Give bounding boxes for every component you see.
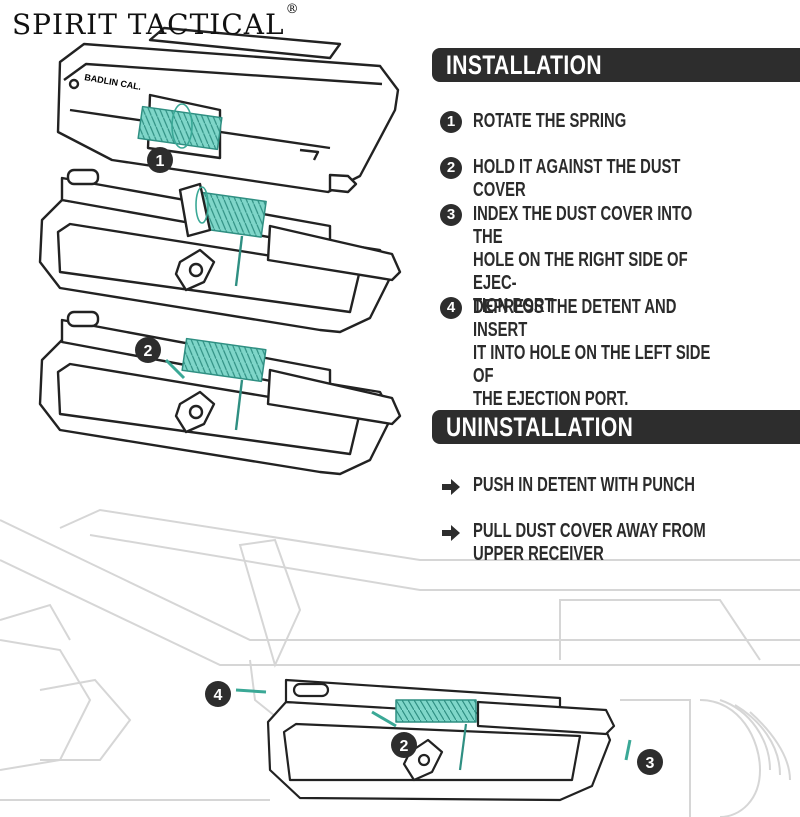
arrow-right-icon <box>442 525 460 541</box>
svg-text:4: 4 <box>214 687 223 704</box>
callout-2: 2 <box>135 337 161 363</box>
step-text: DEPRESS THE DETENT AND INSERT IT INTO HO… <box>473 296 711 410</box>
svg-text:1: 1 <box>156 153 165 170</box>
upper-receiver-outline <box>0 508 800 817</box>
installation-step-1: 1 ROTATE THE SPRING <box>440 110 800 133</box>
callout-3: 3 <box>637 749 663 775</box>
uninstallation-step-2: PULL DUST COVER AWAY FROM UPPER RECEIVER <box>440 520 800 566</box>
brand-title: SPIRIT TACTICAL® <box>12 2 300 41</box>
step-text: PUSH IN DETENT WITH PUNCH <box>473 474 695 496</box>
installation-step-2: 2 HOLD IT AGAINST THE DUST COVER <box>440 156 800 202</box>
arrow-right-icon <box>442 479 460 495</box>
step-text: HOLD IT AGAINST THE DUST COVER <box>473 156 681 201</box>
dust-cover-closed <box>56 26 400 194</box>
step-number: 4 <box>440 297 462 319</box>
callout-2b: 2 <box>391 732 417 758</box>
step-number: 3 <box>440 204 462 226</box>
step-text: ROTATE THE SPRING <box>473 110 627 132</box>
step-number: 2 <box>440 157 462 179</box>
installation-heading: INSTALLATION <box>432 48 800 82</box>
dust-cover-open-2 <box>38 310 402 476</box>
callout-4: 4 <box>205 681 231 707</box>
step-number: 1 <box>440 111 462 133</box>
svg-text:2: 2 <box>400 738 409 755</box>
installation-step-3: 3 INDEX THE DUST COVER INTO THE HOLE ON … <box>440 203 800 318</box>
dust-cover-installed <box>235 678 632 802</box>
callout-1: 1 <box>147 147 173 173</box>
registered-mark: ® <box>285 2 300 17</box>
uninstallation-heading: UNINSTALLATION <box>432 410 800 444</box>
step-text: PULL DUST COVER AWAY FROM UPPER RECEIVER <box>473 520 706 565</box>
svg-text:2: 2 <box>144 343 153 360</box>
installation-step-4: 4 DEPRESS THE DETENT AND INSERT IT INTO … <box>440 296 800 411</box>
step-text: INDEX THE DUST COVER INTO THE HOLE ON TH… <box>473 203 693 317</box>
uninstallation-step-1: PUSH IN DETENT WITH PUNCH <box>440 474 800 498</box>
svg-text:3: 3 <box>646 755 655 772</box>
dust-cover-open-1 <box>38 168 402 334</box>
